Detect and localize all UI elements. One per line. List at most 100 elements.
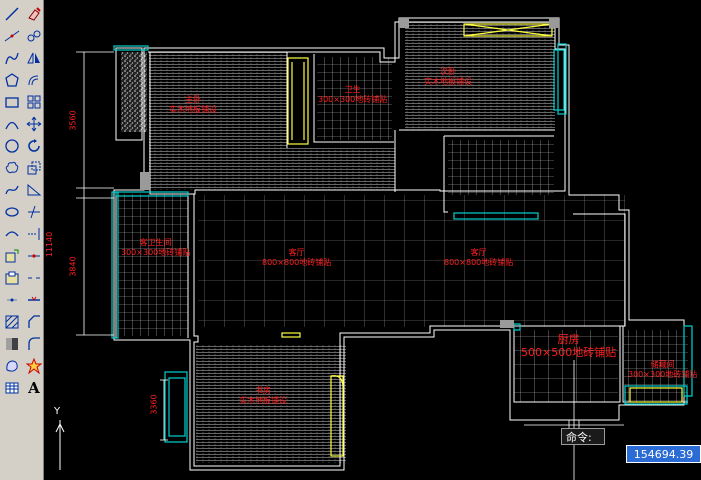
region-icon: [6, 360, 18, 372]
make-block-icon: [5, 271, 19, 285]
tool-ellipse-arc-button[interactable]: [2, 224, 22, 244]
tool-chamfer-button[interactable]: [24, 312, 44, 332]
stretch-icon: [27, 183, 42, 196]
hatch-icon: [5, 315, 19, 329]
tool-polygon-button[interactable]: [2, 70, 22, 90]
tool-construction-line-button[interactable]: [2, 26, 22, 46]
polygon-icon: [5, 73, 19, 87]
ucs-icon: [55, 420, 65, 470]
array-icon: [27, 95, 41, 109]
tool-polyline-button[interactable]: [2, 48, 22, 68]
guest-bath-floor: [118, 194, 188, 336]
cursor-crosshair: [524, 360, 624, 480]
walls: [113, 17, 688, 471]
explode-icon: [26, 358, 42, 374]
ucs-y-label: Y: [54, 406, 61, 417]
insert-block-icon: [5, 249, 19, 263]
join-icon: [28, 296, 40, 301]
room-label-study: 书房实木地板铺设: [239, 386, 287, 405]
move-icon: [26, 116, 42, 132]
tool-mirror-button[interactable]: [24, 48, 44, 68]
dimension-lines: [76, 51, 168, 441]
mirror-icon: [27, 52, 40, 64]
bathroom-floor: [317, 57, 392, 140]
tool-break-button[interactable]: [24, 268, 44, 288]
second-bedroom-floor: [405, 22, 555, 130]
ellipse-icon: [5, 207, 19, 217]
study-floor: [196, 345, 346, 463]
living-room-floor: [198, 195, 625, 327]
kitchen-floor: [514, 330, 618, 402]
ellipse-arc-icon: [5, 231, 19, 237]
tool-circle-button[interactable]: [2, 136, 22, 156]
tool-rectangle-button[interactable]: [2, 92, 22, 112]
extend-icon: [28, 228, 40, 240]
tool-stretch-button[interactable]: [24, 180, 44, 200]
storage-floor: [624, 330, 688, 402]
spline-icon: [5, 185, 19, 195]
tool-ellipse-button[interactable]: [2, 202, 22, 222]
tool-gradient-button[interactable]: [2, 334, 22, 354]
tool-move-button[interactable]: [24, 114, 44, 134]
windows: [111, 43, 693, 443]
dimension-label-2: 3840: [68, 256, 78, 277]
tool-rotate-button[interactable]: [24, 136, 44, 156]
columns: [140, 18, 559, 328]
tool-eraser-button[interactable]: [24, 4, 44, 24]
tool-mtext-button[interactable]: A: [24, 378, 44, 398]
draw-modify-toolbar: A: [0, 0, 44, 480]
tool-point-button[interactable]: [2, 290, 22, 310]
tool-make-block-button[interactable]: [2, 268, 22, 288]
tool-arc-button[interactable]: [2, 114, 22, 134]
tool-break-point-button[interactable]: [24, 246, 44, 266]
tool-extend-button[interactable]: [24, 224, 44, 244]
tool-join-button[interactable]: [24, 290, 44, 310]
table-icon: [5, 382, 19, 394]
rotate-icon: [28, 139, 40, 152]
rectangle-icon: [5, 97, 19, 108]
break-point-icon: [28, 254, 40, 258]
mtext-icon: A: [28, 379, 40, 397]
tool-spline-button[interactable]: [2, 180, 22, 200]
arc-icon: [5, 121, 19, 130]
doors: [281, 23, 683, 457]
trim-icon: [28, 205, 40, 219]
polyline-icon: [5, 52, 19, 65]
line-icon: [5, 7, 19, 21]
chamfer-icon: [28, 315, 40, 328]
tool-insert-block-button[interactable]: [2, 246, 22, 266]
tool-revision-cloud-button[interactable]: [2, 158, 22, 178]
tool-scale-button[interactable]: [24, 158, 44, 178]
tool-line-button[interactable]: [2, 4, 22, 24]
fillet-icon: [28, 337, 40, 350]
dynamic-input-coordinate[interactable]: 154694.39: [626, 445, 701, 463]
tool-region-button[interactable]: [2, 356, 22, 376]
corridor-floor: [149, 148, 395, 190]
command-prompt[interactable]: 命令:: [561, 428, 605, 445]
floor-plan: [55, 17, 693, 480]
dimension-label-3: 11140: [45, 231, 55, 258]
tool-array-button[interactable]: [24, 92, 44, 112]
room-label-second-bedroom: 次卧实木地板铺设: [424, 67, 472, 86]
tool-trim-button[interactable]: [24, 202, 44, 222]
gradient-icon: [6, 338, 18, 350]
dimension-label-4: 3360: [149, 394, 159, 415]
tool-table-button[interactable]: [2, 378, 22, 398]
copy-icon: [27, 30, 41, 42]
tool-explode-button[interactable]: [24, 356, 44, 376]
scale-icon: [27, 161, 41, 175]
dimension-label-1: 3560: [68, 110, 78, 131]
tool-hatch-button[interactable]: [2, 312, 22, 332]
revision-cloud-icon: [5, 161, 19, 174]
tool-fillet-button[interactable]: [24, 334, 44, 354]
eraser-icon: [28, 7, 41, 21]
tool-copy-button[interactable]: [24, 26, 44, 46]
tool-offset-button[interactable]: [24, 70, 44, 90]
circle-icon: [5, 139, 19, 153]
